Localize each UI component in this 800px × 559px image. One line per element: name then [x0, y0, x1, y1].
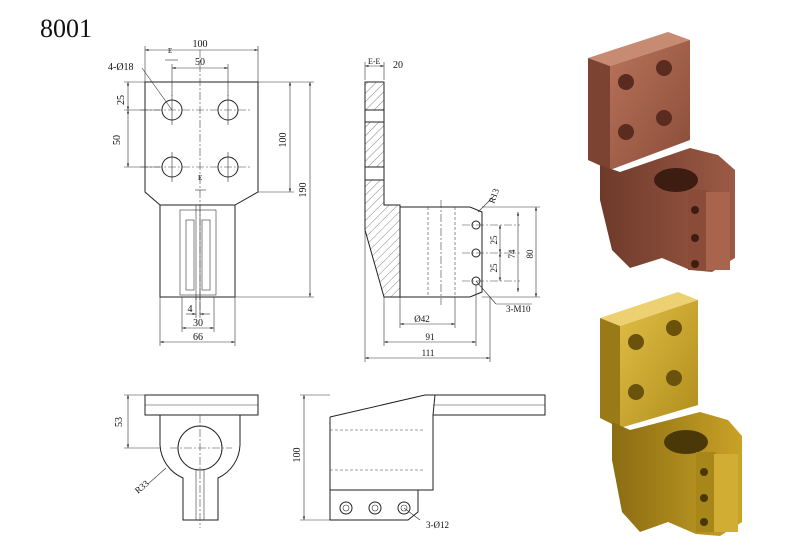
- dim-depth-91: 91: [426, 332, 435, 342]
- dim-side-height: 100: [292, 448, 303, 463]
- dim-clamp-inner: 30: [193, 318, 203, 329]
- dim-clamp-width: 66: [193, 332, 203, 343]
- copper-3d-render: [588, 32, 735, 272]
- dim-slot-width: 4: [188, 304, 193, 315]
- dim-depth-111: 111: [422, 348, 435, 358]
- dim-clamp-height: 80: [525, 249, 535, 259]
- dim-holes-4: 4-Ø18: [108, 62, 134, 73]
- dim-hole-offset-y: 25: [116, 95, 127, 105]
- dim-hole-spacing-x: 50: [195, 57, 205, 68]
- section-label: E-E: [368, 57, 381, 66]
- dim-radius-33: R33: [133, 478, 151, 496]
- section-marker-top: E: [168, 47, 172, 55]
- part-number: 8001: [40, 14, 92, 43]
- brass-3d-render: [600, 292, 742, 536]
- dim-bolt-span: 74: [507, 249, 517, 259]
- dim-bolt-pitch-a: 25: [489, 235, 499, 245]
- dim-thickness: 20: [393, 60, 403, 71]
- dim-bolts: 3-M10: [506, 304, 531, 314]
- dim-holes-3: 3-Ø12: [426, 520, 449, 530]
- dim-bore: Ø42: [414, 314, 430, 324]
- front-view: 100 50 E E 4-Ø18 25 50 100 190 4: [108, 39, 314, 346]
- section-marker-bottom: E: [198, 174, 202, 182]
- top-view: 53 R33: [114, 394, 259, 528]
- dim-plate-height: 100: [278, 133, 289, 148]
- section-view-e-e: E-E 20 R13 25 25 74: [364, 57, 540, 362]
- dim-total-height: 190: [298, 183, 309, 198]
- dim-bolt-pitch-b: 25: [489, 263, 499, 273]
- dim-top-width: 100: [193, 39, 208, 50]
- dim-top-view-53: 53: [114, 417, 125, 427]
- dim-radius-13: R13: [486, 187, 501, 205]
- dim-hole-spacing-y: 50: [112, 135, 123, 145]
- side-view: 100 3-Ø12: [292, 394, 546, 530]
